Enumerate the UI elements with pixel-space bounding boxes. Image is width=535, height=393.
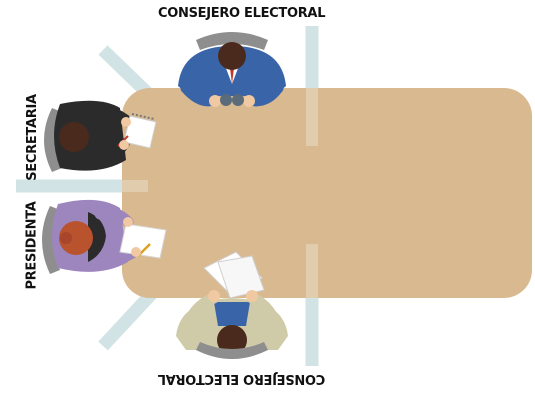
top-head [218, 42, 246, 70]
president-papers [120, 224, 166, 258]
president-label: PRESIDENTA [25, 201, 40, 289]
secretary-head [59, 122, 89, 152]
secretary-label: SECRETARIA [25, 94, 40, 181]
top-councilor-figure [178, 32, 286, 107]
meeting-table [122, 88, 532, 298]
bottom-councilor-label: CONSEJERO ELECTORAL [158, 371, 325, 386]
top-councilor-label: CONSEJERO ELECTORAL [158, 6, 325, 21]
